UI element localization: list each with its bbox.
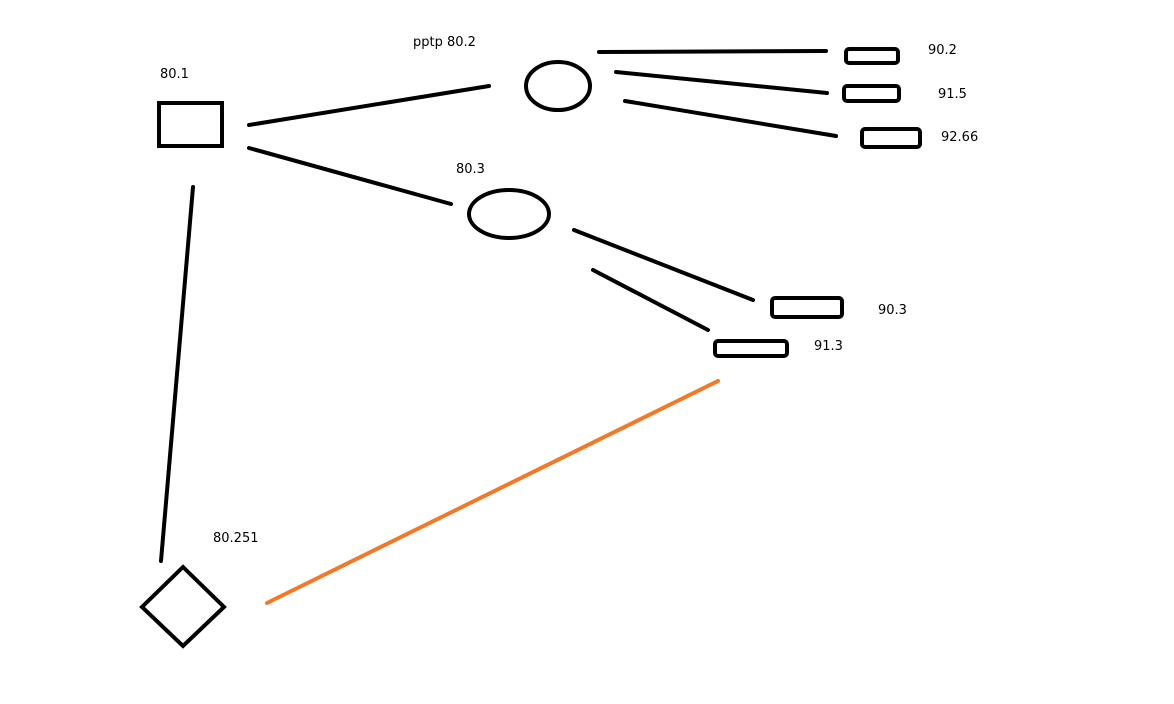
edge-80-1-to-80-3 [247,146,453,206]
node-pptp-80-2-ellipse [524,60,592,112]
label-80-3: 80.3 [456,162,485,177]
label-91-3: 91.3 [814,339,843,354]
node-80-251-diamond [139,564,227,649]
label-90-3: 90.3 [878,303,907,318]
node-91-5-box [842,84,901,103]
edge-pptp-80-2-to-92-66 [623,99,838,138]
edge-80-1-to-pptp-80-2 [247,84,491,127]
node-90-3-box [770,296,844,319]
label-91-5: 91.5 [938,87,967,102]
node-92-66-box [860,127,922,149]
edge-pptp-80-2-to-90-2 [597,49,828,54]
node-80-3-ellipse [467,188,551,240]
edge-80-3-to-90-3 [572,228,755,302]
node-80-1-rectangle [157,101,224,148]
node-90-2-box [844,47,900,65]
label-90-2: 90.2 [928,43,957,58]
node-91-3-box [713,339,789,358]
edge-80-3-to-91-3 [591,268,710,332]
edge-80-1-to-80-251 [159,185,195,563]
label-pptp-80-2: pptp 80.2 [413,35,476,50]
edge-pptp-80-2-to-91-5 [614,70,829,95]
label-80-1: 80.1 [160,67,189,82]
label-80-251: 80.251 [213,531,259,546]
label-92-66: 92.66 [941,130,978,145]
edge-80-251-to-91-3 [265,379,720,605]
